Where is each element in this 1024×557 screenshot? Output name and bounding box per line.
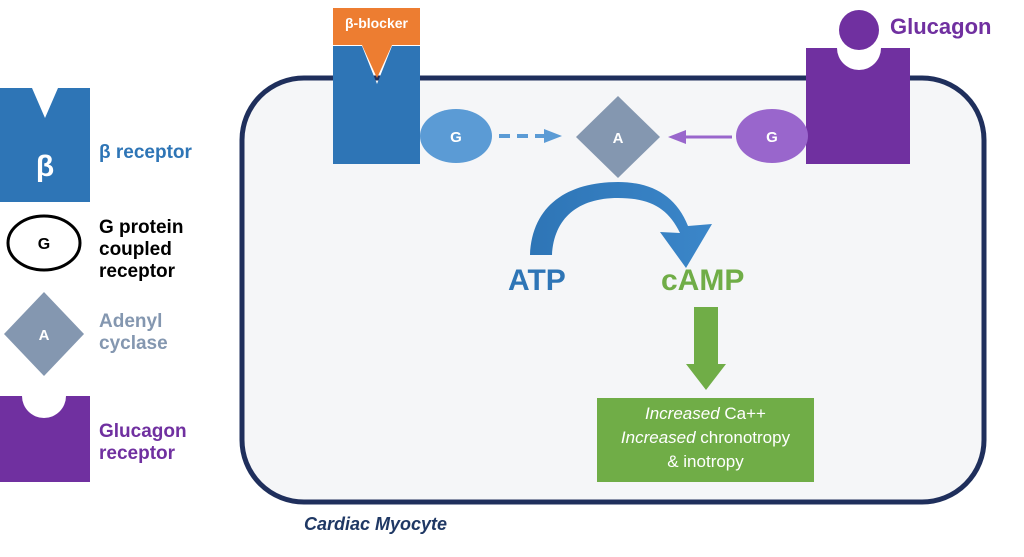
glucagon-label: Glucagon bbox=[890, 14, 992, 39]
legend-g-protein-label: G protein coupled receptor bbox=[99, 217, 183, 283]
effect-line1: Increased Ca++ bbox=[597, 402, 814, 426]
effect-line2-italic: Increased bbox=[620, 428, 696, 447]
beta-blocker-shape bbox=[333, 8, 420, 78]
g-protein-right bbox=[736, 109, 808, 163]
legend-beta-symbol: β bbox=[36, 150, 54, 183]
legend-adenyl-line2: cyclase bbox=[99, 332, 168, 354]
legend-adenyl-symbol: A bbox=[39, 327, 50, 344]
legend-g-symbol: G bbox=[38, 236, 50, 253]
legend-g-protein-line2: coupled bbox=[99, 238, 172, 260]
camp-label: cAMP bbox=[661, 264, 745, 297]
legend-glucagon-receptor-line2: receptor bbox=[99, 442, 176, 464]
effect-box: Increased Ca++ Increased chronotropy & i… bbox=[597, 398, 814, 482]
g-protein-left-label: G bbox=[450, 129, 462, 146]
glucagon-ligand bbox=[839, 10, 879, 50]
effect-line3: & inotropy bbox=[667, 452, 744, 471]
effect-line2: Increased chronotropy bbox=[597, 426, 814, 450]
cell-caption: Cardiac Myocyte bbox=[304, 514, 448, 534]
legend-glucagon-receptor-line1: Glucagon bbox=[99, 421, 187, 442]
adenyl-cyclase-label: A bbox=[613, 130, 624, 147]
g-right-arrowhead bbox=[668, 130, 686, 144]
cell-beta-receptor bbox=[333, 46, 420, 164]
legend-adenyl-line1: Adenyl bbox=[99, 311, 163, 332]
legend-beta-receptor-shape bbox=[0, 88, 90, 202]
cell-glucagon-receptor bbox=[806, 48, 910, 164]
cell-membrane bbox=[239, 75, 987, 505]
effect-line1-italic: Increased bbox=[645, 404, 720, 423]
legend-glucagon-receptor-shape bbox=[0, 396, 90, 482]
atp-label: ATP bbox=[508, 264, 566, 297]
legend-g-protein-line3: receptor bbox=[99, 260, 176, 282]
effect-line2-rest: chronotropy bbox=[695, 428, 791, 447]
camp-down-arrow-shaft bbox=[694, 307, 718, 365]
legend-beta-receptor-label: β receptor bbox=[99, 142, 192, 163]
g-left-arrowhead bbox=[544, 129, 562, 143]
beta-blocker-label: β-blocker bbox=[344, 15, 408, 31]
g-protein-left bbox=[420, 109, 492, 163]
legend-glucagon-receptor-label: Glucagon receptor bbox=[99, 421, 187, 465]
legend-g-protein-line1: G protein bbox=[99, 217, 184, 238]
g-protein-right-label: G bbox=[766, 129, 778, 146]
camp-down-arrow-head bbox=[686, 364, 726, 390]
atp-to-camp-curved-arrow bbox=[530, 182, 712, 268]
effect-line1-rest: Ca++ bbox=[719, 404, 766, 423]
legend-adenyl-cyclase-shape bbox=[4, 292, 84, 376]
legend-adenyl-cyclase-label: Adenyl cyclase bbox=[99, 311, 168, 355]
adenyl-cyclase bbox=[576, 96, 660, 178]
legend-g-protein-shape bbox=[6, 214, 82, 272]
